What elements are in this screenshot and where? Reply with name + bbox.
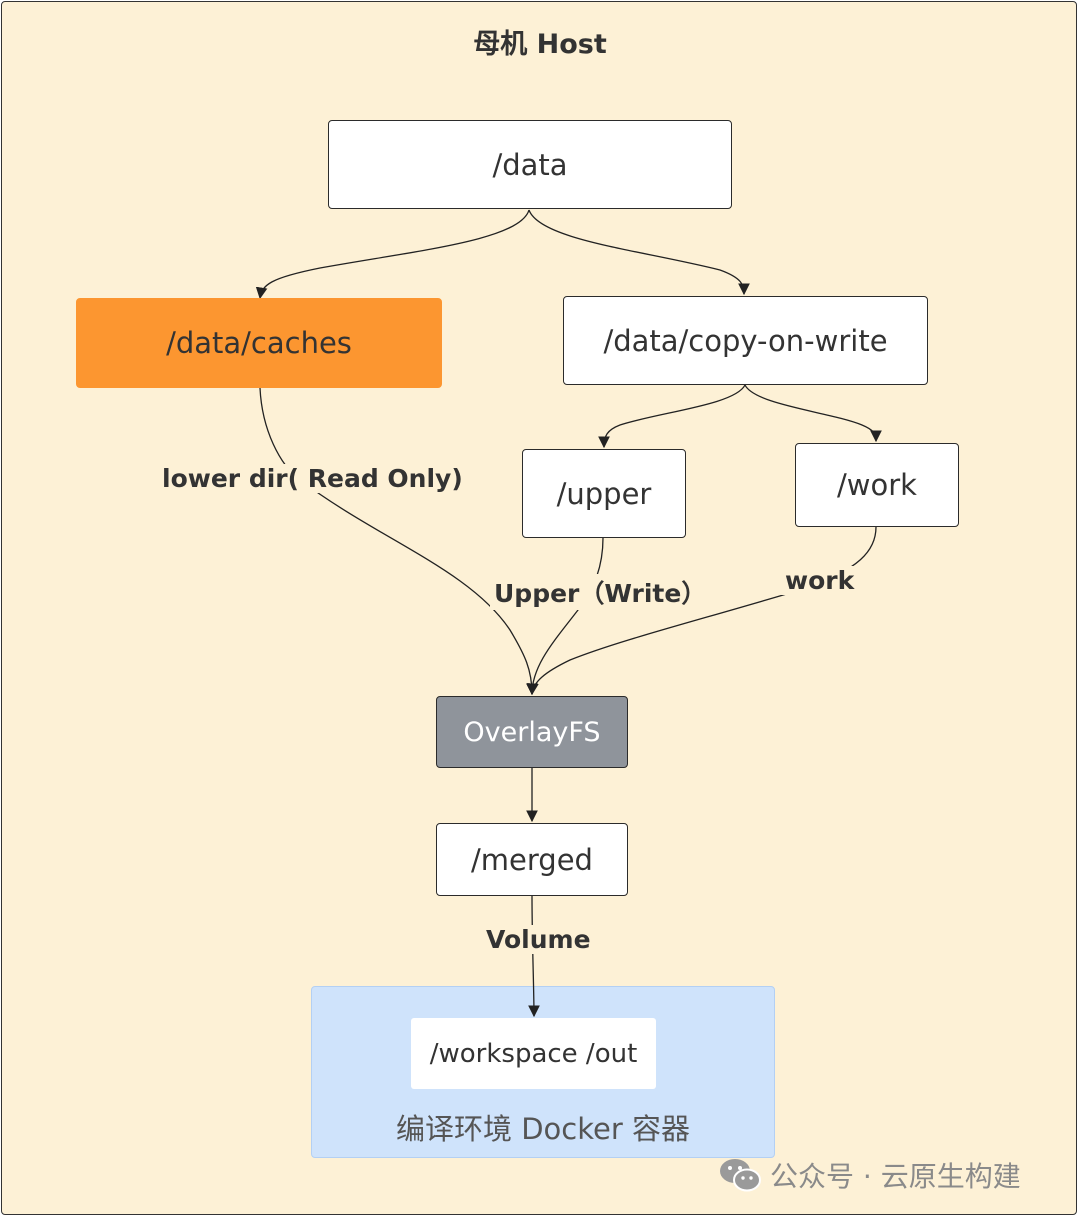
node-data-caches: /data/caches [76,298,442,388]
edge-work-overlay [527,526,877,696]
watermark: 公众号 · 云原生构建 [718,1155,1021,1195]
node-data-copy-on-write: /data/copy-on-write [563,296,928,385]
edge-label-upper: Upper（Write） [490,574,711,610]
node-data: /data [328,120,732,209]
edge-data-cow [528,209,750,296]
edge-merged-workspace [528,895,540,1018]
host-title: 母机 Host [473,29,607,60]
wechat-icon [720,1159,761,1192]
watermark-text: 公众号 · 云原生构建 [770,1160,1021,1193]
edge-cow-work [744,384,882,443]
node-work: /work [795,443,959,527]
edge-label-work: work [781,566,859,595]
edge-label-lower-dir: lower dir( Read Only) [158,464,467,493]
node-upper: /upper [522,449,686,538]
node-workspace-out: /workspace /out [411,1018,656,1089]
edge-caches-overlay [259,387,538,696]
edge-cow-upper [598,384,746,449]
edge-data-caches [255,209,530,300]
edge-label-volume: Volume [482,925,595,954]
edge-upper-overlay [526,537,604,696]
node-merged: /merged [436,823,628,896]
container-label: 编译环境 Docker 容器 [396,1112,690,1146]
node-overlayfs: OverlayFS [436,696,628,768]
